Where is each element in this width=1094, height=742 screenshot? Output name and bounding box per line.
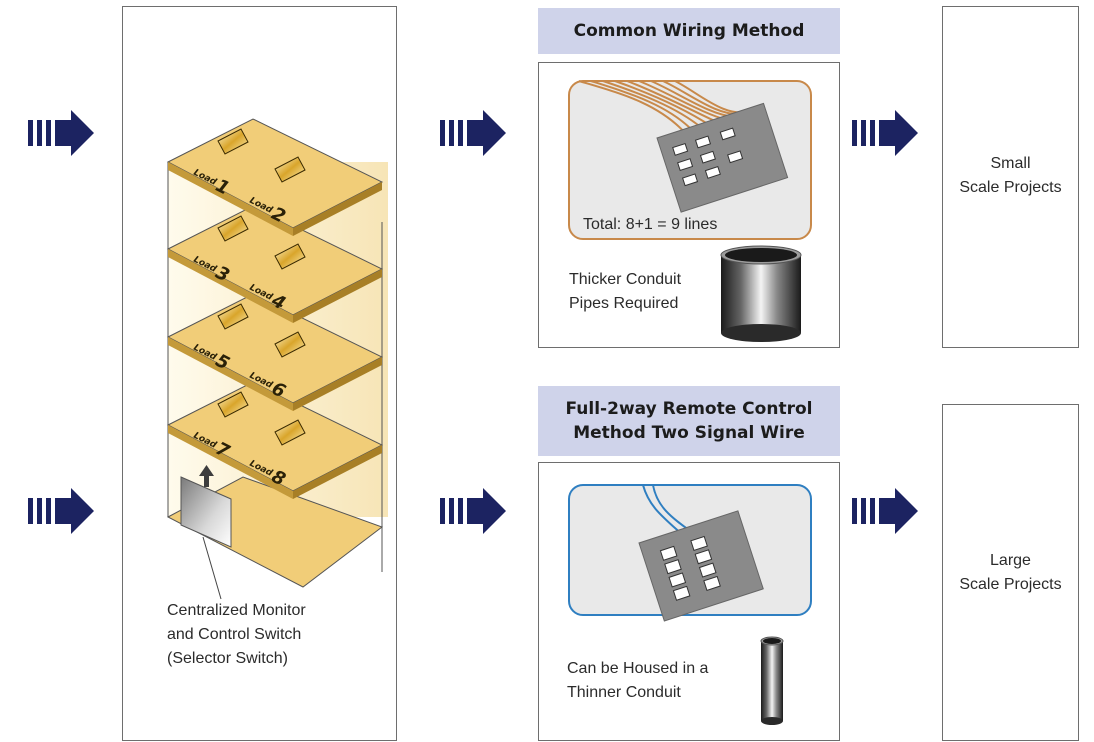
common-method-title: Common Wiring Method xyxy=(538,8,840,54)
common-wiring-diagram xyxy=(568,80,812,342)
arrow-to-small-projects xyxy=(852,110,918,156)
input-arrow-top xyxy=(28,110,94,156)
selector-switch-icon xyxy=(180,476,232,600)
floor-1: Load 1 Load 2 xyxy=(166,118,384,236)
building-floors-diagram: Load 7 Load 8 Load 5 Load 6 xyxy=(166,118,388,600)
input-arrow-bottom xyxy=(28,488,94,534)
arrow-to-remote xyxy=(440,488,506,534)
remote-method-title: Full-2way Remote Control Method Two Sign… xyxy=(538,386,840,456)
switch-label: Centralized Monitor and Control Switch (… xyxy=(167,602,306,667)
floor-3: Load 5 Load 6 xyxy=(166,293,384,411)
arrow-to-common xyxy=(440,110,506,156)
common-conduit-label: Thicker Conduit Pipes Required xyxy=(569,271,682,312)
floor-4: Load 7 Load 8 xyxy=(166,381,384,499)
large-projects-label: Large Scale Projects xyxy=(959,552,1062,593)
remote-switch-plate-icon xyxy=(638,510,764,622)
large-projects-box: Large Scale Projects xyxy=(942,404,1079,741)
remote-wiring-diagram xyxy=(568,484,812,725)
remote-conduit-label: Can be Housed in a Thinner Conduit xyxy=(567,660,709,701)
common-total-label: Total: 8+1 = 9 lines xyxy=(583,216,718,233)
small-projects-label: Small Scale Projects xyxy=(959,155,1062,196)
up-arrow-icon xyxy=(199,465,214,487)
common-switch-plate-icon xyxy=(656,102,789,213)
common-method-panel: Total: 8+1 = 9 lines Thicker Conduit Pip… xyxy=(538,62,840,348)
building-panel: Load 7 Load 8 Load 5 Load 6 xyxy=(122,6,397,741)
thin-conduit-icon xyxy=(760,636,784,725)
floor-2: Load 3 Load 4 xyxy=(166,205,384,323)
arrow-to-large-projects xyxy=(852,488,918,534)
remote-method-panel: Can be Housed in a Thinner Conduit xyxy=(538,462,840,741)
small-projects-box: Small Scale Projects xyxy=(942,6,1079,348)
thick-conduit-icon xyxy=(720,245,802,342)
